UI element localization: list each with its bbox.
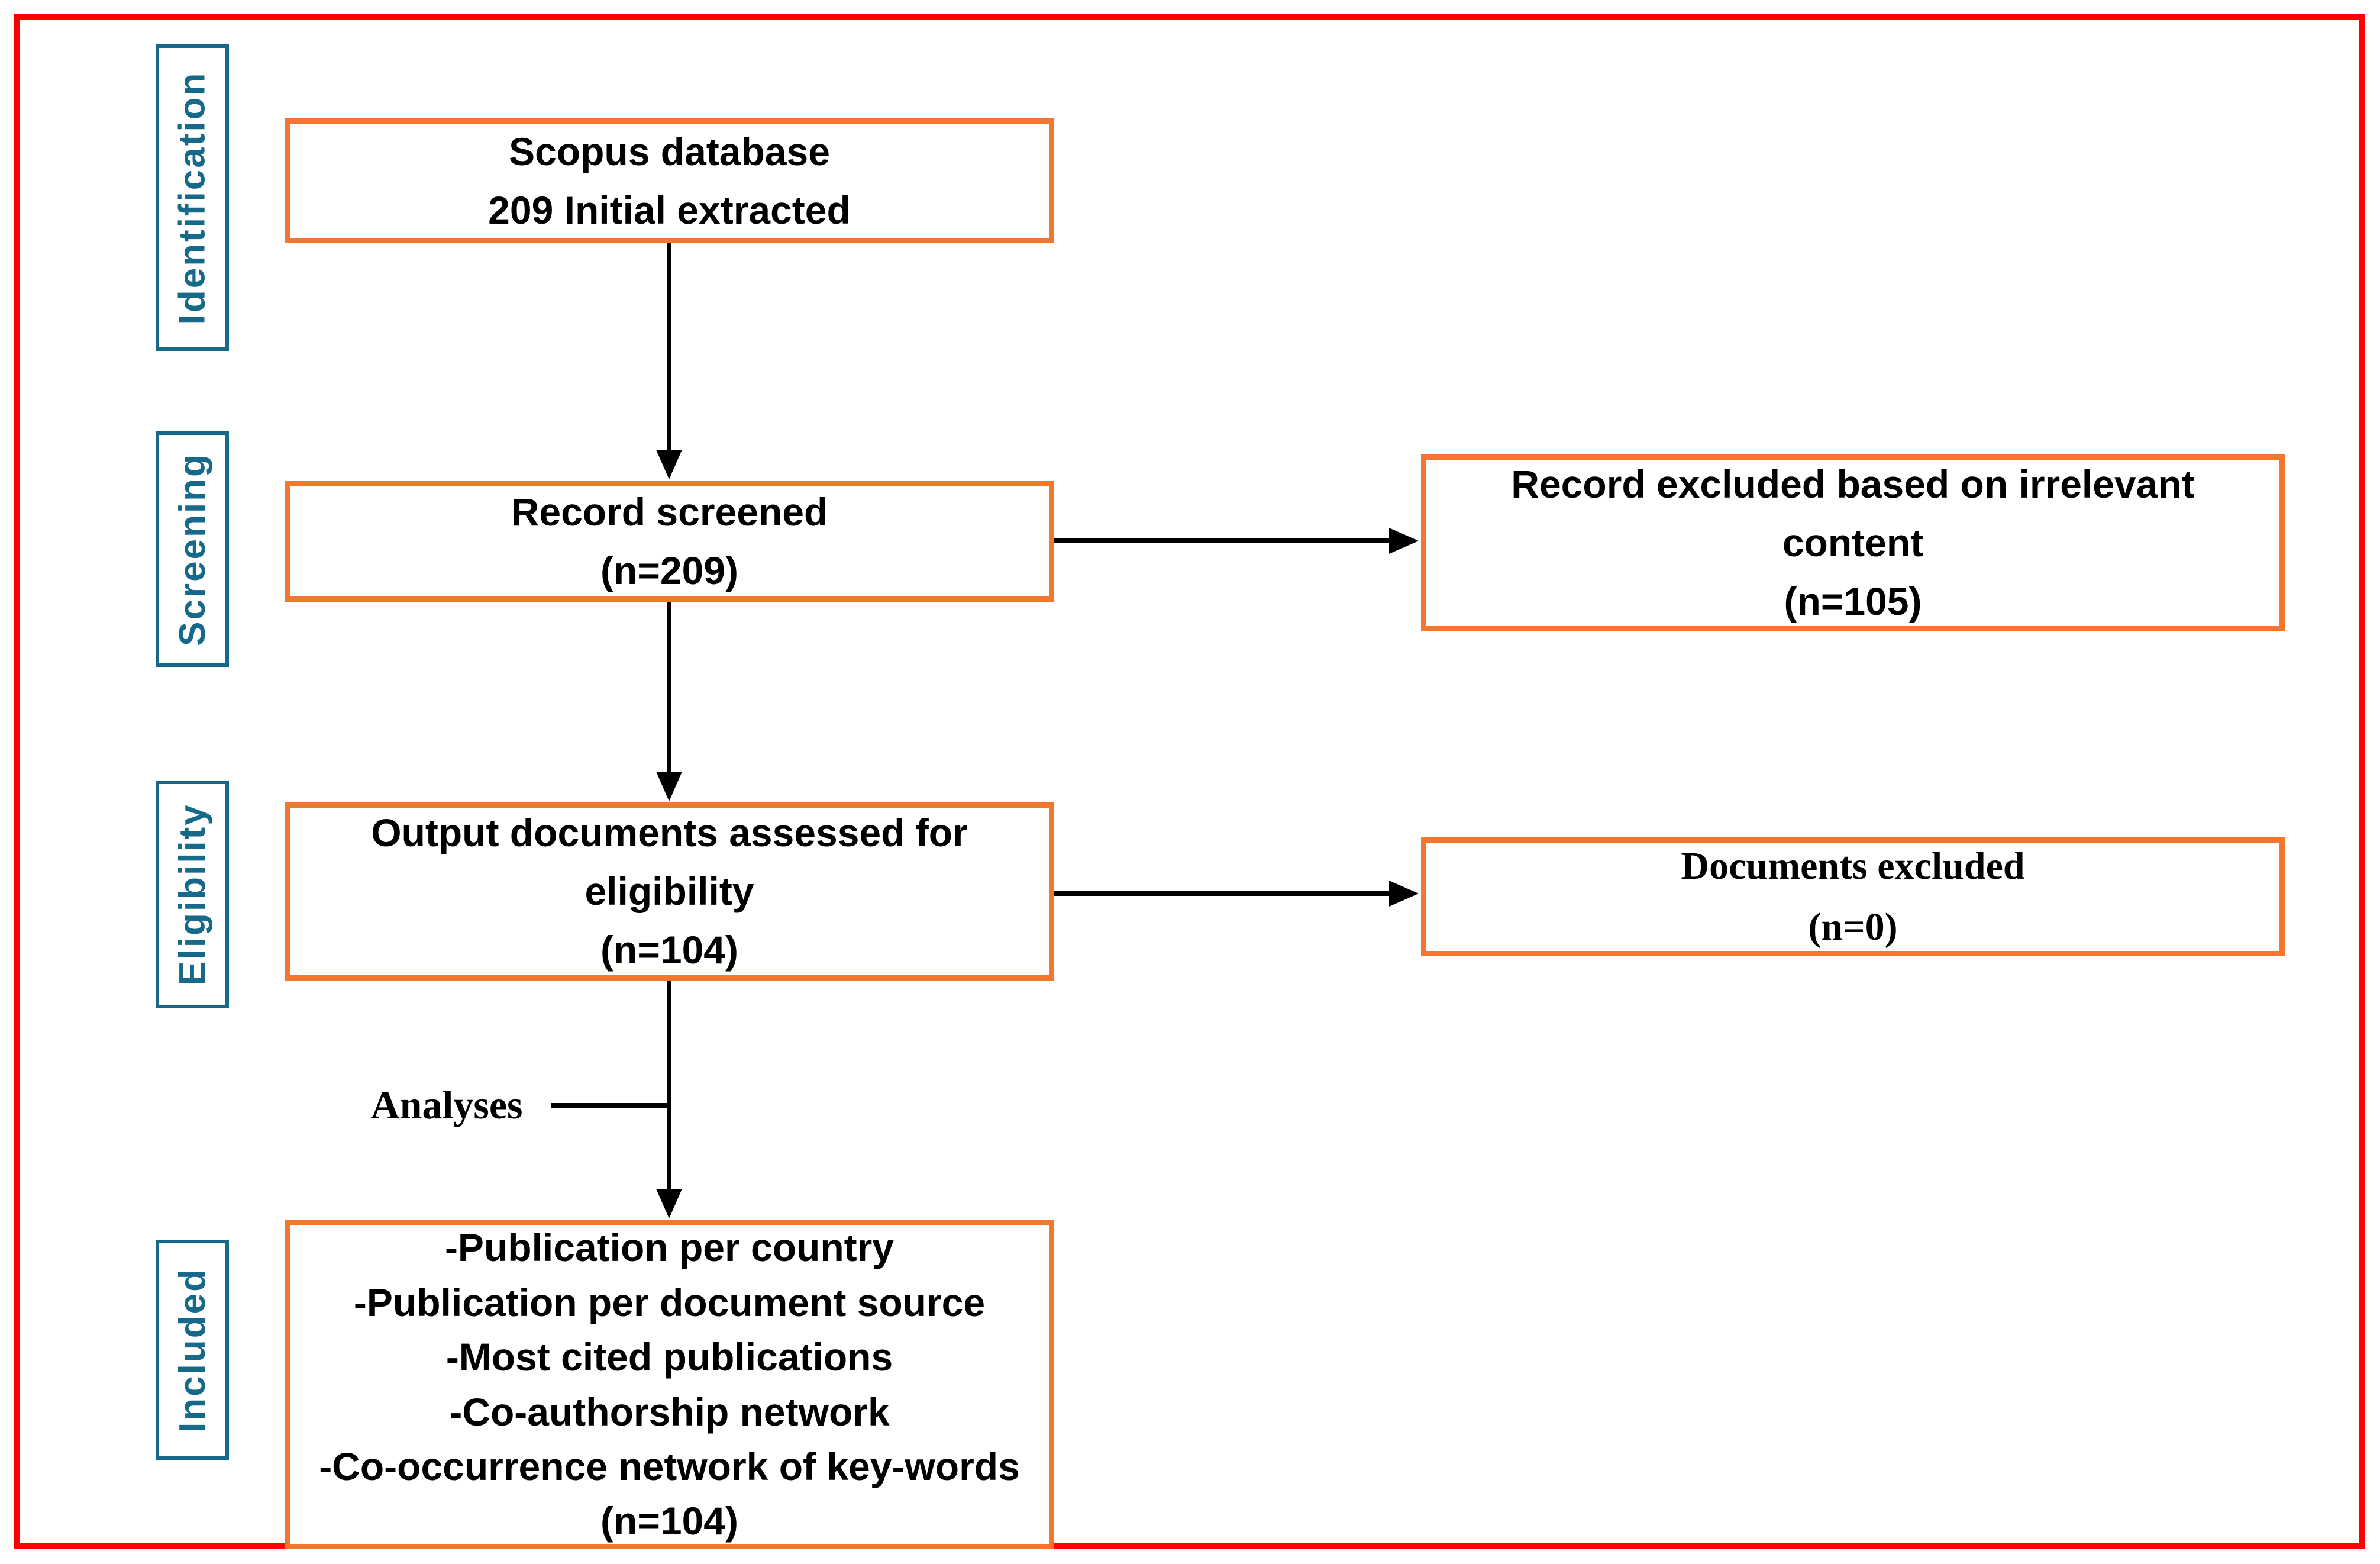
box-line: -Publication per document source [353, 1280, 986, 1324]
box-initial-extraction: Scopus database 209 Initial extracted [285, 118, 1054, 243]
box-line: (n=0) [1808, 905, 1898, 949]
box-line: (n=104) [600, 928, 738, 972]
box-line: -Publication per country [444, 1226, 894, 1270]
box-line: (n=209) [600, 548, 738, 592]
stage-label-eligibility: Eligibility [156, 781, 229, 1008]
stage-label-identification-text: Identification [172, 71, 213, 324]
box-documents-excluded: Documents excluded (n=0) [1421, 837, 2285, 956]
stage-label-screening: Screening [156, 431, 229, 667]
box-line: -Co-authorship network [449, 1389, 890, 1434]
box-line: content [1782, 521, 1924, 565]
analyses-label: Analyses [370, 1082, 523, 1127]
box-line: Documents excluded [1681, 844, 2025, 888]
outer-frame [14, 14, 2365, 1549]
box-line: Output documents assessed for [371, 811, 968, 854]
stage-label-eligibility-text: Eligibility [172, 803, 213, 986]
stage-label-included: Included [156, 1240, 229, 1460]
box-line: (n=105) [1784, 579, 1922, 623]
box-line: (n=104) [600, 1499, 738, 1543]
box-line: eligibility [584, 869, 754, 913]
box-line: -Co-occurrence network of key-words [319, 1444, 1020, 1488]
box-line: 209 Initial extracted [488, 188, 851, 232]
stage-label-included-text: Included [172, 1267, 213, 1433]
box-assessed-for-eligibility: Output documents assessed for eligibilit… [285, 802, 1054, 981]
box-line: Scopus database [509, 129, 830, 173]
stage-label-identification: Identification [156, 44, 229, 351]
box-included-analyses: -Publication per country -Publication pe… [285, 1220, 1054, 1549]
box-line: Record excluded based on irrelevant [1511, 462, 2195, 506]
box-record-screened: Record screened (n=209) [285, 481, 1054, 602]
box-records-excluded: Record excluded based on irrelevant cont… [1421, 454, 2285, 631]
box-line: -Most cited publications [445, 1335, 893, 1379]
stage-label-screening-text: Screening [172, 452, 213, 646]
box-line: Record screened [511, 489, 828, 534]
